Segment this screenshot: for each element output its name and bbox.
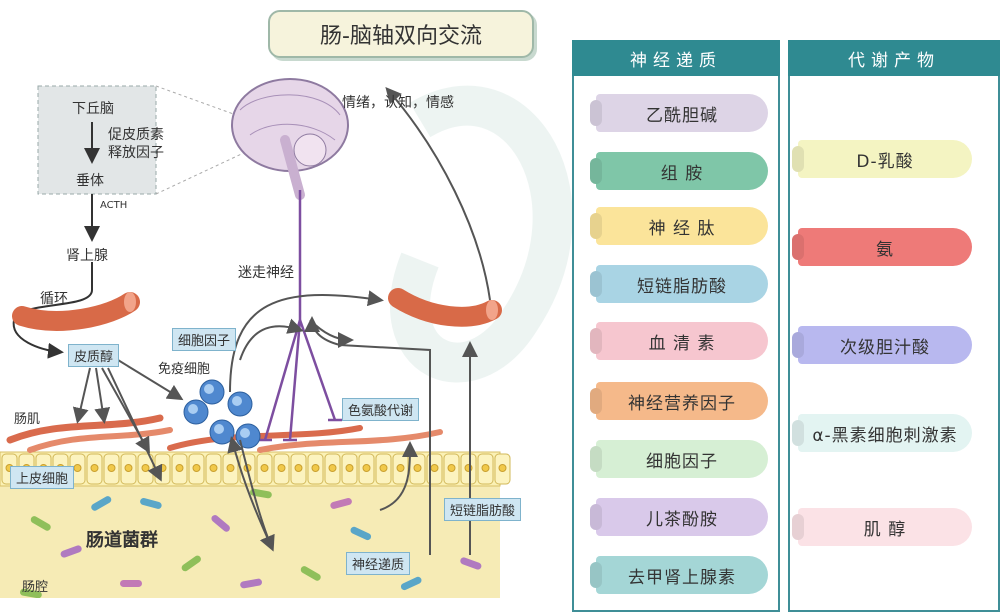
metabolite-item: 肌 醇	[798, 508, 972, 546]
hpa-box	[37, 85, 157, 195]
vagus-nerve	[258, 190, 342, 442]
metabolite-item-label: 氨	[876, 239, 894, 260]
neurotransmitter-item-label: 神 经 肽	[648, 218, 716, 239]
metabolite-item: D-乳酸	[798, 140, 972, 178]
scfa-label: 短链脂肪酸	[444, 498, 522, 521]
cytokine-label: 细胞因子	[172, 328, 237, 351]
gut-lumen-area	[0, 470, 500, 598]
acth-label: ACTH	[100, 200, 128, 211]
neurotransmitter-header: 神经递质	[572, 40, 780, 76]
neurotransmitter-item: 乙酰胆碱	[596, 94, 768, 132]
neurotransmitter-item-label: 乙酰胆碱	[646, 105, 718, 126]
neurotransmitter-item: 神 经 肽	[596, 207, 768, 245]
neurotransmitter-item: 组 胺	[596, 152, 768, 190]
metabolite-header: 代谢产物	[788, 40, 1000, 76]
metabolite-item-label: 次级胆汁酸	[840, 337, 930, 358]
neurotransmitter-item: 短链脂肪酸	[596, 265, 768, 303]
muscle-label: 肠肌	[14, 412, 41, 427]
metabolite-item-label: 肌 醇	[863, 519, 907, 540]
tryptophan-label: 色氨酸代谢	[342, 398, 420, 421]
pathway-arrows	[72, 86, 491, 555]
neurotransmitter-item: 神经营养因子	[596, 382, 768, 420]
crh-label: 促皮质素 释放因子	[108, 127, 164, 161]
epithelium-label: 上皮细胞	[10, 466, 75, 489]
neurotransmitter-item: 去甲肾上腺素	[596, 556, 768, 594]
metabolite-item: 氨	[798, 228, 972, 266]
neurotransmitter-label: 神经递质	[346, 552, 411, 575]
vagus-label: 迷走神经	[238, 265, 294, 281]
metabolite-item-label: α-黑素细胞刺激素	[812, 425, 958, 446]
epithelium-cells	[0, 451, 511, 487]
neurotransmitter-item: 儿茶酚胺	[596, 498, 768, 536]
lumen-label: 肠腔	[22, 580, 49, 595]
adrenal-label: 肾上腺	[66, 248, 108, 264]
brain-illustration	[231, 78, 349, 200]
hypothalamus-label: 下丘脑	[72, 101, 114, 117]
bacteria-group	[20, 488, 482, 598]
pituitary-label: 垂体	[76, 173, 104, 189]
cortisol-label: 皮质醇	[68, 344, 120, 367]
metabolite-item: 次级胆汁酸	[798, 326, 972, 364]
neurotransmitter-item-label: 短链脂肪酸	[637, 276, 727, 297]
neurotransmitter-item: 血 清 素	[596, 322, 768, 360]
blood-vessel-left	[12, 292, 140, 331]
neurotransmitter-item-label: 儿茶酚胺	[646, 509, 718, 530]
neurotransmitter-item-label: 组 胺	[660, 163, 704, 184]
immune-cells-cluster	[183, 379, 261, 449]
microbiota-label: 肠道菌群	[86, 530, 158, 551]
immune-cells-label: 免疫细胞	[158, 362, 211, 377]
neurotransmitter-item: 细胞因子	[596, 440, 768, 478]
neurotransmitter-item-label: 神经营养因子	[628, 393, 736, 414]
blood-vessel-right	[388, 288, 502, 327]
emotion-label: 情绪，认知，情感	[342, 95, 454, 111]
neurotransmitter-item-label: 去甲肾上腺素	[628, 567, 736, 588]
metabolite-item-label: D-乳酸	[856, 151, 914, 172]
metabolite-item: α-黑素细胞刺激素	[798, 414, 972, 452]
neurotransmitter-item-label: 血 清 素	[648, 333, 716, 354]
page-title: 肠-脑轴双向交流	[268, 10, 534, 58]
neurotransmitter-item-label: 细胞因子	[646, 451, 718, 472]
circulation-label: 循环	[40, 291, 68, 307]
